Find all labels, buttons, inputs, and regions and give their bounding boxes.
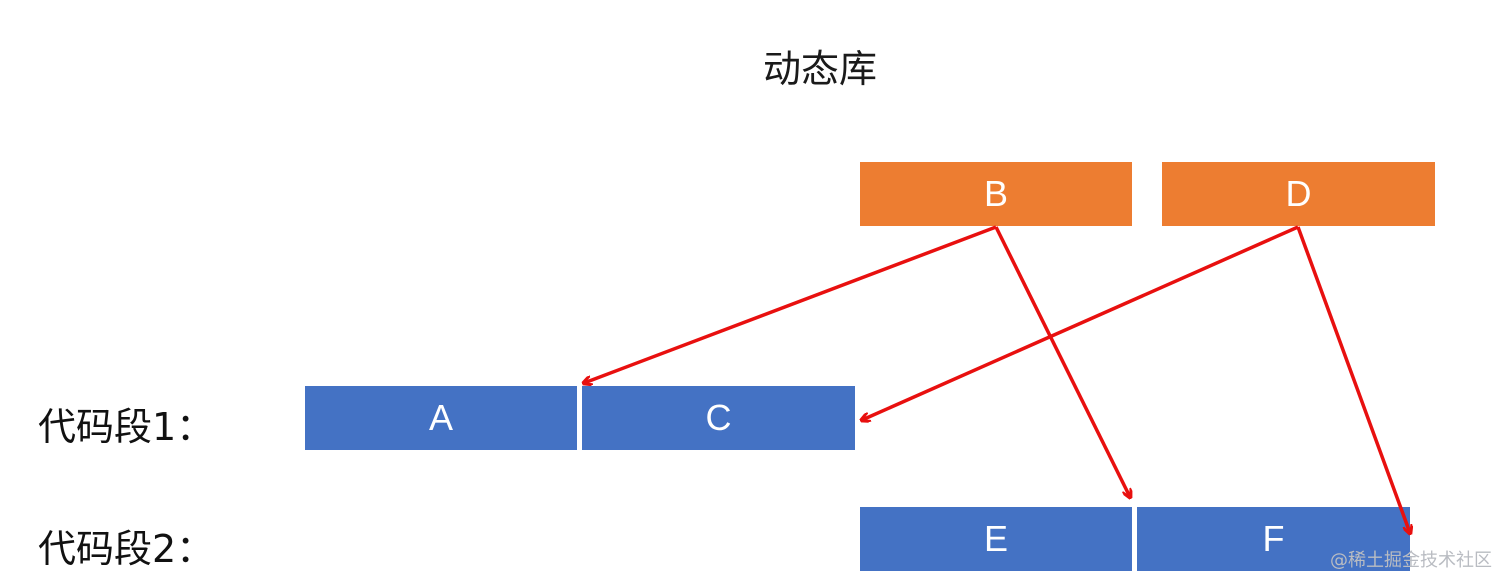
watermark-text: @稀土掘金技术社区: [1330, 550, 1492, 571]
diagram-title: 动态库: [762, 47, 877, 91]
segment-2-block-f: F: [1137, 507, 1410, 571]
arrow-b-to-a: [584, 225, 997, 383]
segment-1-label: 代码段1：: [38, 405, 215, 449]
segment-2-block-e: E: [860, 507, 1132, 571]
library-block-d: D: [1162, 162, 1435, 226]
arrow-d-to-c: [862, 225, 1299, 420]
library-block-b-label: B: [983, 173, 1008, 214]
segment-1-block-a-label: A: [428, 397, 453, 438]
arrow-b-to-e: [994, 226, 1130, 497]
library-block-b: B: [860, 162, 1132, 226]
segment-2-label: 代码段2：: [38, 527, 215, 571]
segment-1-block-a: A: [305, 386, 577, 450]
segment-1-block-c: C: [582, 386, 855, 450]
library-block-d-label: D: [1285, 173, 1312, 214]
segment-1-block-c-label: C: [705, 397, 732, 438]
segment-2-block-e-label: E: [983, 518, 1008, 559]
arrow-d-to-f: [1296, 226, 1410, 533]
segment-2-block-f-label: F: [1262, 518, 1285, 559]
